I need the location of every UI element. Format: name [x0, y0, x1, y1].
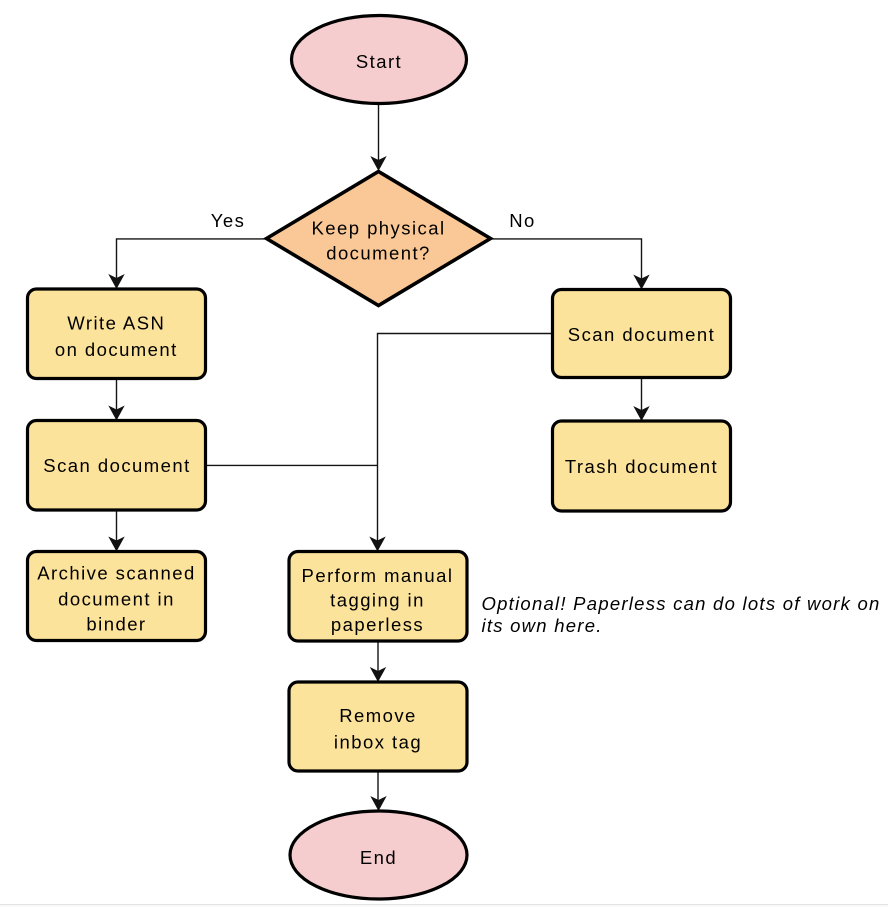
svg-text:tagging in: tagging in — [330, 590, 425, 611]
svg-text:Remove: Remove — [339, 705, 417, 726]
svg-text:document?: document? — [326, 243, 431, 264]
svg-text:paperless: paperless — [331, 614, 424, 635]
svg-text:on document: on document — [55, 339, 178, 360]
svg-text:Keep physical: Keep physical — [311, 218, 445, 239]
svg-text:document in: document in — [58, 589, 175, 610]
svg-text:inbox tag: inbox tag — [334, 732, 422, 753]
svg-text:Scan document: Scan document — [568, 324, 715, 345]
svg-text:Optional! Paperless can do lot: Optional! Paperless can do lots of work … — [482, 593, 881, 614]
svg-text:Archive scanned: Archive scanned — [37, 563, 196, 584]
svg-text:Start: Start — [356, 51, 402, 72]
svg-text:its own here.: its own here. — [482, 615, 603, 636]
svg-text:Scan document: Scan document — [43, 455, 190, 476]
svg-text:No: No — [509, 210, 536, 231]
svg-text:Write ASN: Write ASN — [67, 313, 165, 334]
svg-text:Perform manual: Perform manual — [302, 565, 454, 586]
svg-text:Yes: Yes — [211, 210, 246, 231]
svg-text:binder: binder — [86, 614, 146, 635]
svg-text:End: End — [360, 847, 397, 868]
svg-text:Trash document: Trash document — [565, 456, 718, 477]
